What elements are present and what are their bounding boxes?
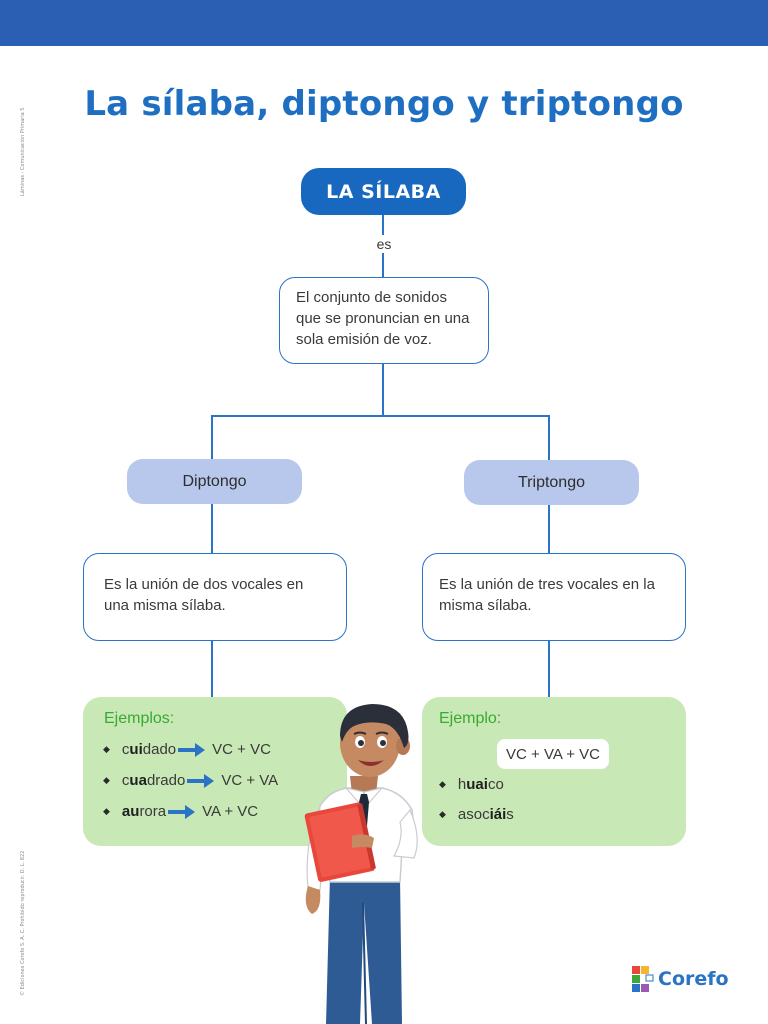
root-node: LA SÍLABA [301, 168, 466, 215]
arrow-right-icon [168, 804, 196, 819]
bullet-icon: ◆ [103, 806, 110, 816]
connector-right-pill-box [548, 505, 550, 553]
diptongo-examples-box: Ejemplos: [83, 697, 347, 846]
connector-left-box-examples [211, 640, 213, 698]
corefo-logo-icon [632, 966, 654, 992]
triptongo-formula: VC + VA + VC [497, 739, 609, 769]
bullet-icon: ◆ [439, 779, 446, 789]
page-title: La sílaba, diptongo y triptongo [84, 84, 684, 124]
top-banner [0, 0, 768, 46]
brand-logo: Corefo [632, 966, 729, 992]
triptongo-examples-box: Ejemplo: [422, 697, 686, 846]
connector-left-pill-box [211, 504, 213, 553]
connector-horizontal [211, 415, 550, 417]
diptongo-definition-box: Es la unión de dos vocales en una misma … [83, 553, 347, 641]
diptongo-node: Diptongo [127, 459, 302, 504]
bullet-icon: ◆ [439, 809, 446, 819]
examples-heading: Ejemplos: [104, 710, 175, 727]
arrow-right-icon [178, 742, 206, 757]
triptongo-definition-box: Es la unión de tres vocales en la misma … [422, 553, 686, 641]
connector-label: es [367, 235, 401, 253]
arrow-right-icon [187, 773, 215, 788]
connector-def-split [382, 364, 384, 416]
connector-right-box-examples [548, 640, 550, 698]
connector-left-down [211, 415, 213, 459]
student-illustration [304, 704, 418, 1024]
side-credit-bottom: © Ediciones Corefo S. A. C. Prohibido re… [20, 850, 26, 996]
bullet-icon: ◆ [103, 775, 110, 785]
brand-name: Corefo [658, 968, 729, 990]
examples-heading: Ejemplo: [439, 710, 502, 727]
bullet-icon: ◆ [103, 744, 110, 754]
definition-box: El conjunto de sonidos que se pronuncian… [279, 277, 489, 364]
triptongo-node: Triptongo [464, 460, 639, 505]
connector-right-down [548, 415, 550, 460]
